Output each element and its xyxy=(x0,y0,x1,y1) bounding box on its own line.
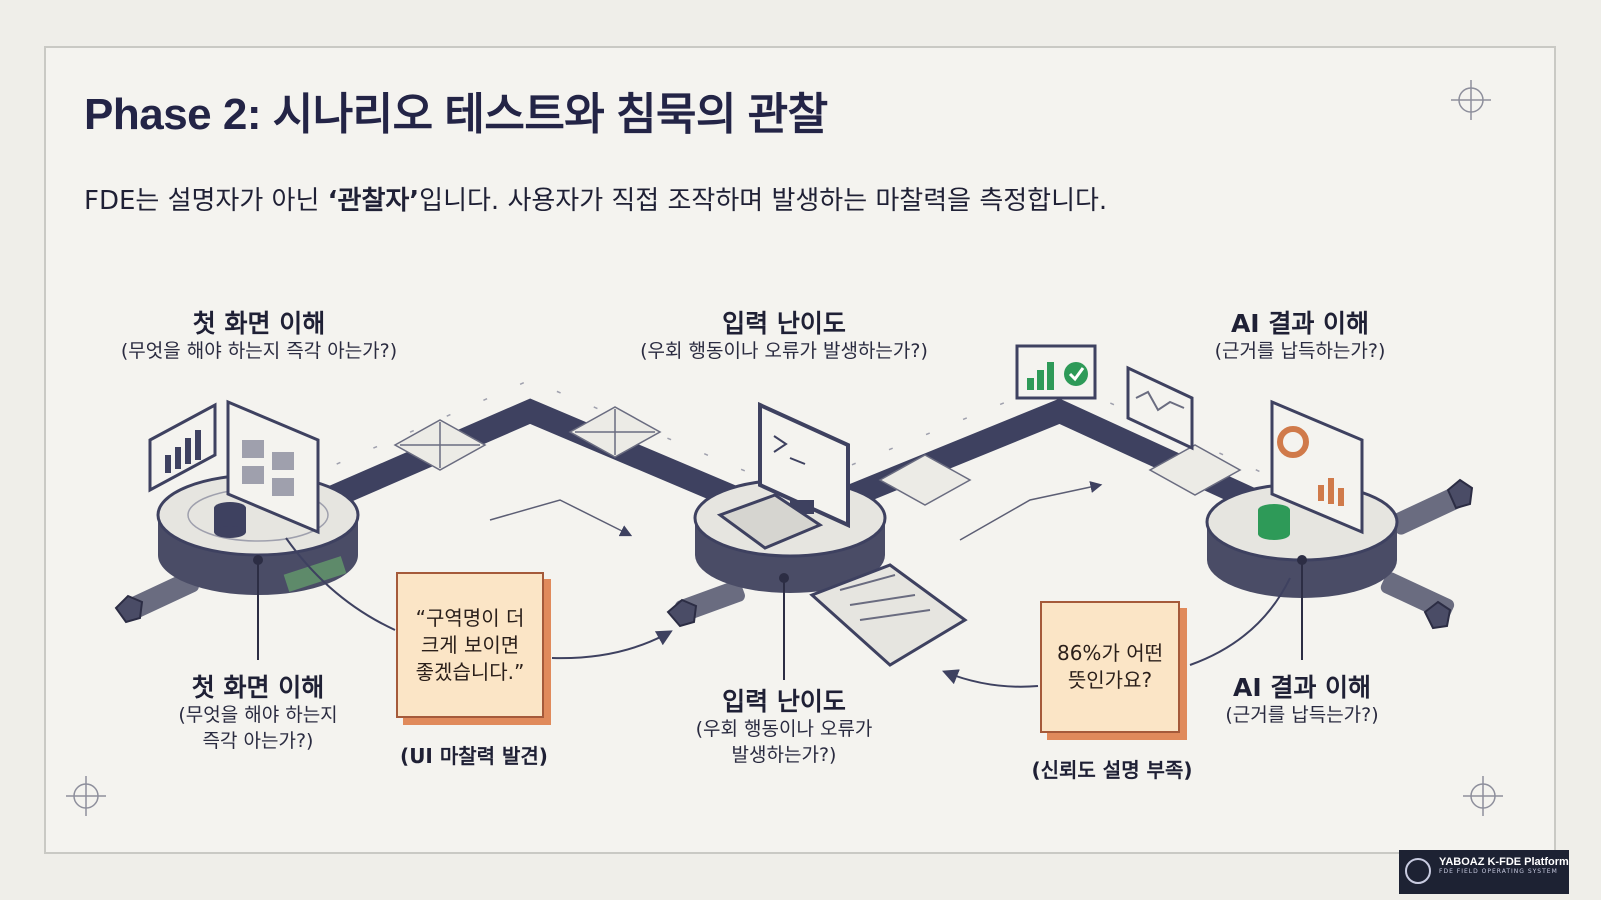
stage-label-bottom-1: 첫 화면 이해(무엇을 해야 하는지 즉각 아는가?) xyxy=(178,673,338,752)
report-chart-icon xyxy=(1270,399,1364,535)
page-subtitle: FDE는 설명자가 아닌 ‘관찰자’입니다. 사용자가 직접 조작하며 발생하는… xyxy=(84,180,1107,217)
note-connectors xyxy=(285,537,1291,688)
crosshair-icon xyxy=(66,80,1503,816)
success-check-icon xyxy=(1015,344,1097,400)
stage-label-top-3: AI 결과 이해(근거를 납득하는가?) xyxy=(1214,309,1386,363)
sticky-note-confidence: 86%가 어떤 뜻인가요? xyxy=(1040,601,1180,733)
brand-logo-icon xyxy=(1405,858,1431,884)
document-tray-icon xyxy=(809,563,968,667)
page-title: Phase 2: 시나리오 테스트와 침묵의 관찰 xyxy=(84,90,828,139)
database-icon xyxy=(214,502,246,538)
computer-monitor-icon xyxy=(758,401,850,529)
subtitle-bold: ‘관찰자’ xyxy=(327,186,420,216)
brand-name: YABOAZ K-FDE Platform xyxy=(1439,856,1569,868)
stage-label-top-2: 입력 난이도(우회 행동이나 오류가 발생하는가?) xyxy=(640,309,928,363)
stage-label-bottom-3: AI 결과 이해(근거를 납득는가?) xyxy=(1225,673,1379,727)
stage-3-platform xyxy=(1015,344,1474,660)
stage-label-bottom-2: 입력 난이도(우회 행동이나 오류가 발생하는가?) xyxy=(695,687,873,766)
note-caption-ui-friction: (UI 마찰력 발견) xyxy=(400,744,548,768)
line-chart-icon xyxy=(1126,365,1194,451)
stage-label-top-1: 첫 화면 이해(무엇을 해야 하는지 즉각 아는가?) xyxy=(120,309,398,363)
brand-badge: YABOAZ K-FDE Platform FDE FIELD OPERATIN… xyxy=(1399,850,1569,894)
database-icon xyxy=(1258,504,1290,540)
subtitle-pre: FDE는 설명자가 아닌 xyxy=(84,186,328,216)
subtitle-post: 입니다. 사용자가 직접 조작하며 발생하는 마찰력을 측정합니다. xyxy=(419,186,1108,216)
note-caption-confidence: (신뢰도 설명 부족) xyxy=(1031,758,1193,782)
flow-guides xyxy=(489,481,1103,541)
stage-1-platform xyxy=(114,399,360,660)
keyboard-icon xyxy=(716,493,824,550)
brand-tagline: FDE FIELD OPERATING SYSTEM xyxy=(1439,868,1558,875)
stage-2-platform xyxy=(666,401,968,680)
bar-chart-icon xyxy=(148,402,217,493)
web-page-icon xyxy=(226,399,320,535)
wireframe-panel-icon xyxy=(393,406,1242,506)
sticky-note-ui-friction: “구역명이 더 크게 보이면 좋겠습니다.” xyxy=(396,572,544,718)
